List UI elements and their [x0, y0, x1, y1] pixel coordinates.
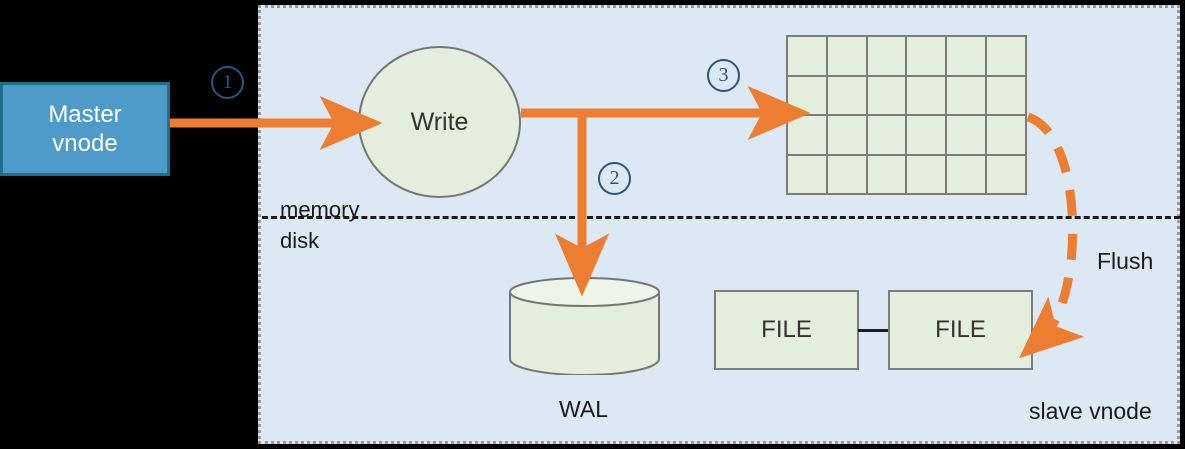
flush-label: Flush	[1097, 248, 1154, 274]
memory-disk-divider	[262, 216, 1180, 219]
file-box-1-label: FILE	[761, 316, 812, 343]
step-badge-1-number: 1	[222, 71, 233, 93]
memtable-grid	[786, 35, 1027, 195]
memtable-cell	[907, 155, 946, 193]
wal-cylinder	[508, 276, 661, 376]
memtable-cell	[907, 76, 946, 114]
memtable-cell	[867, 155, 906, 193]
disk-tier-label: disk	[280, 228, 320, 253]
memtable-cell	[788, 76, 826, 114]
memtable-cell	[827, 116, 866, 154]
memtable-cell	[788, 37, 826, 75]
master-vnode-box[interactable]: Master vnode	[0, 82, 170, 176]
memtable-cell	[867, 116, 906, 154]
step-badge-1: 1	[211, 66, 244, 99]
step-badge-3-number: 3	[718, 64, 729, 86]
memtable-cell	[907, 37, 946, 75]
memtable-cell	[827, 76, 866, 114]
memtable-cell	[987, 116, 1025, 154]
write-node-label: Write	[410, 107, 469, 136]
file-box-1[interactable]: FILE	[714, 290, 859, 370]
file-connector-line	[858, 329, 890, 332]
memory-tier-label: memory	[280, 197, 360, 222]
memtable-cell	[947, 155, 986, 193]
memtable-cell	[867, 37, 906, 75]
memtable-cell	[907, 116, 946, 154]
memtable-cell	[867, 76, 906, 114]
memtable-cell	[987, 37, 1025, 75]
memtable-cell	[947, 37, 986, 75]
step-badge-2: 2	[598, 162, 631, 195]
file-box-2[interactable]: FILE	[888, 290, 1033, 370]
step-badge-3: 3	[707, 59, 740, 92]
write-node[interactable]: Write	[358, 46, 521, 198]
memtable-cell	[788, 116, 826, 154]
memtable-cell	[987, 155, 1025, 193]
memtable-cell	[947, 76, 986, 114]
memtable-cell	[987, 76, 1025, 114]
wal-cylinder-shape	[509, 277, 660, 376]
master-vnode-label-line1: Master	[48, 100, 122, 128]
memtable-cell	[827, 155, 866, 193]
master-vnode-label-line2: vnode	[52, 130, 118, 157]
wal-label: WAL	[559, 396, 608, 422]
slave-vnode-label: slave vnode	[1029, 398, 1152, 424]
memtable-cell	[947, 116, 986, 154]
memtable-cell	[788, 155, 826, 193]
memtable-cell	[827, 37, 866, 75]
step-badge-2-number: 2	[609, 167, 620, 189]
file-box-2-label: FILE	[935, 316, 986, 343]
